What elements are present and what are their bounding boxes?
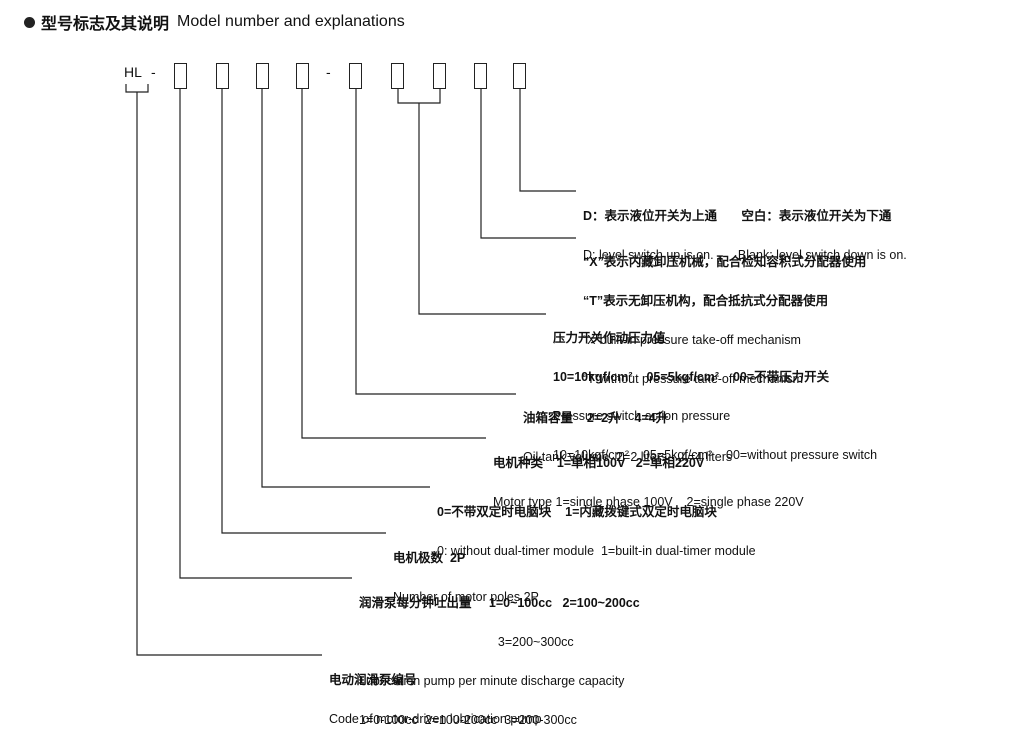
leader-pressure-switch <box>418 103 546 315</box>
leader-motor-type <box>301 89 486 439</box>
desc-line: 压力开关作动压力值 <box>553 331 666 345</box>
leader-timer-module <box>261 89 430 488</box>
desc-pressure-switch: 压力开关作动压力值 10=10kgf/cm² 05=5kgf/cm² 00=不带… <box>553 306 877 488</box>
desc-pump-code: 电动润滑泵编号 Code of motor-driven lubrication… <box>329 648 542 752</box>
desc-line: 0: without dual-timer module 1=built-in … <box>437 544 756 558</box>
code-box-9 <box>513 63 526 89</box>
desc-line: Oil tank volume 2=2 liters 4=4 liters <box>523 450 733 464</box>
desc-motor-type: 电机种类 1=单相100V 2=单相220V Motor type 1=sing… <box>493 431 804 535</box>
desc-line: 电动润滑泵编号 <box>329 673 417 687</box>
desc-line: “X”built-in pressure take-off mechanism <box>583 333 801 347</box>
desc-timer-module: 0=不带双定时电脑块 1=内藏拨键式双定时电脑块 0: without dual… <box>437 480 756 584</box>
code-box-5 <box>349 63 362 89</box>
leader-mechanism <box>480 89 576 239</box>
desc-line: Pressure switch action pressure <box>553 409 731 423</box>
desc-line: Lubrication pump per minute discharge ca… <box>359 674 625 688</box>
code-box-8 <box>474 63 487 89</box>
section-heading: 型号标志及其说明 Model number and explanations <box>24 10 405 34</box>
code-box-6 <box>391 63 404 89</box>
desc-line: Number of motor poles 2P <box>393 590 539 604</box>
desc-line: 10=10kgf/cm² 05=5kgf/cm² 00=without pres… <box>553 448 878 462</box>
code-box-4 <box>296 63 309 89</box>
desc-line: 3=200~300cc <box>359 635 574 649</box>
desc-line: Code of motor-driven lubrication pump <box>329 712 542 726</box>
code-box-7 <box>433 63 446 89</box>
desc-line: 电机种类 1=单相100V 2=单相220V <box>493 456 705 470</box>
code-prefix: HL <box>124 64 142 80</box>
model-code-diagram: 型号标志及其说明 Model number and explanations H… <box>24 10 907 727</box>
desc-line: D：表示液位开关为上通 空白：表示液位开关为下通 <box>583 209 892 223</box>
desc-line: “T”表示无卸压机构，配合抵抗式分配器使用 <box>583 294 829 308</box>
desc-line: 10=10kgf/cm² 05=5kgf/cm² 00=不带压力开关 <box>553 370 830 384</box>
code-box-3 <box>256 63 269 89</box>
desc-line: “T”without pressure take-off mechanism <box>583 372 803 386</box>
heading-cn: 型号标志及其说明 <box>41 16 170 33</box>
leader-discharge <box>179 89 352 579</box>
desc-line: 油箱容量 2=2升 4=4升 <box>523 411 669 425</box>
bullet-icon <box>24 16 35 28</box>
leader-level-switch <box>519 89 576 192</box>
desc-discharge: 润滑泵每分钟吐出量 1=0~100cc 2=100~200cc 3=200~30… <box>359 571 640 753</box>
desc-line: 润滑泵每分钟吐出量 1=0~100cc 2=100~200cc <box>359 596 640 610</box>
leader-motor-poles <box>221 89 386 534</box>
desc-line: D: level switch up is on. Blank: level s… <box>583 248 907 262</box>
desc-line: Motor type 1=single phase 100V 2=single … <box>493 495 804 509</box>
code-box-1 <box>174 63 187 89</box>
code-separator-1: - <box>151 64 156 80</box>
code-separator-2: - <box>326 64 331 80</box>
desc-motor-poles: 电机极数 2P Number of motor poles 2P <box>393 526 539 630</box>
pressure-bracket <box>397 89 441 104</box>
desc-line: “X”表示内藏卸压机械，配合检知容积式分配器使用 <box>583 255 867 269</box>
desc-line: 0=不带双定时电脑块 1=内藏拨键式双定时电脑块 <box>437 505 717 519</box>
desc-mechanism: “X”表示内藏卸压机械，配合检知容积式分配器使用 “T”表示无卸压机构，配合抵抗… <box>583 230 866 412</box>
leader-pump-code <box>136 92 322 656</box>
desc-level-switch: D：表示液位开关为上通 空白：表示液位开关为下通 D: level switch… <box>583 184 907 288</box>
heading-en: Model number and explanations <box>177 13 405 30</box>
desc-tank-volume: 油箱容量 2=2升 4=4升 Oil tank volume 2=2 liter… <box>523 386 732 490</box>
code-box-2 <box>216 63 229 89</box>
prefix-bracket <box>125 84 149 93</box>
desc-line: 电机极数 2P <box>393 551 466 565</box>
leader-tank-volume <box>355 89 516 395</box>
leader-lines <box>125 84 576 656</box>
